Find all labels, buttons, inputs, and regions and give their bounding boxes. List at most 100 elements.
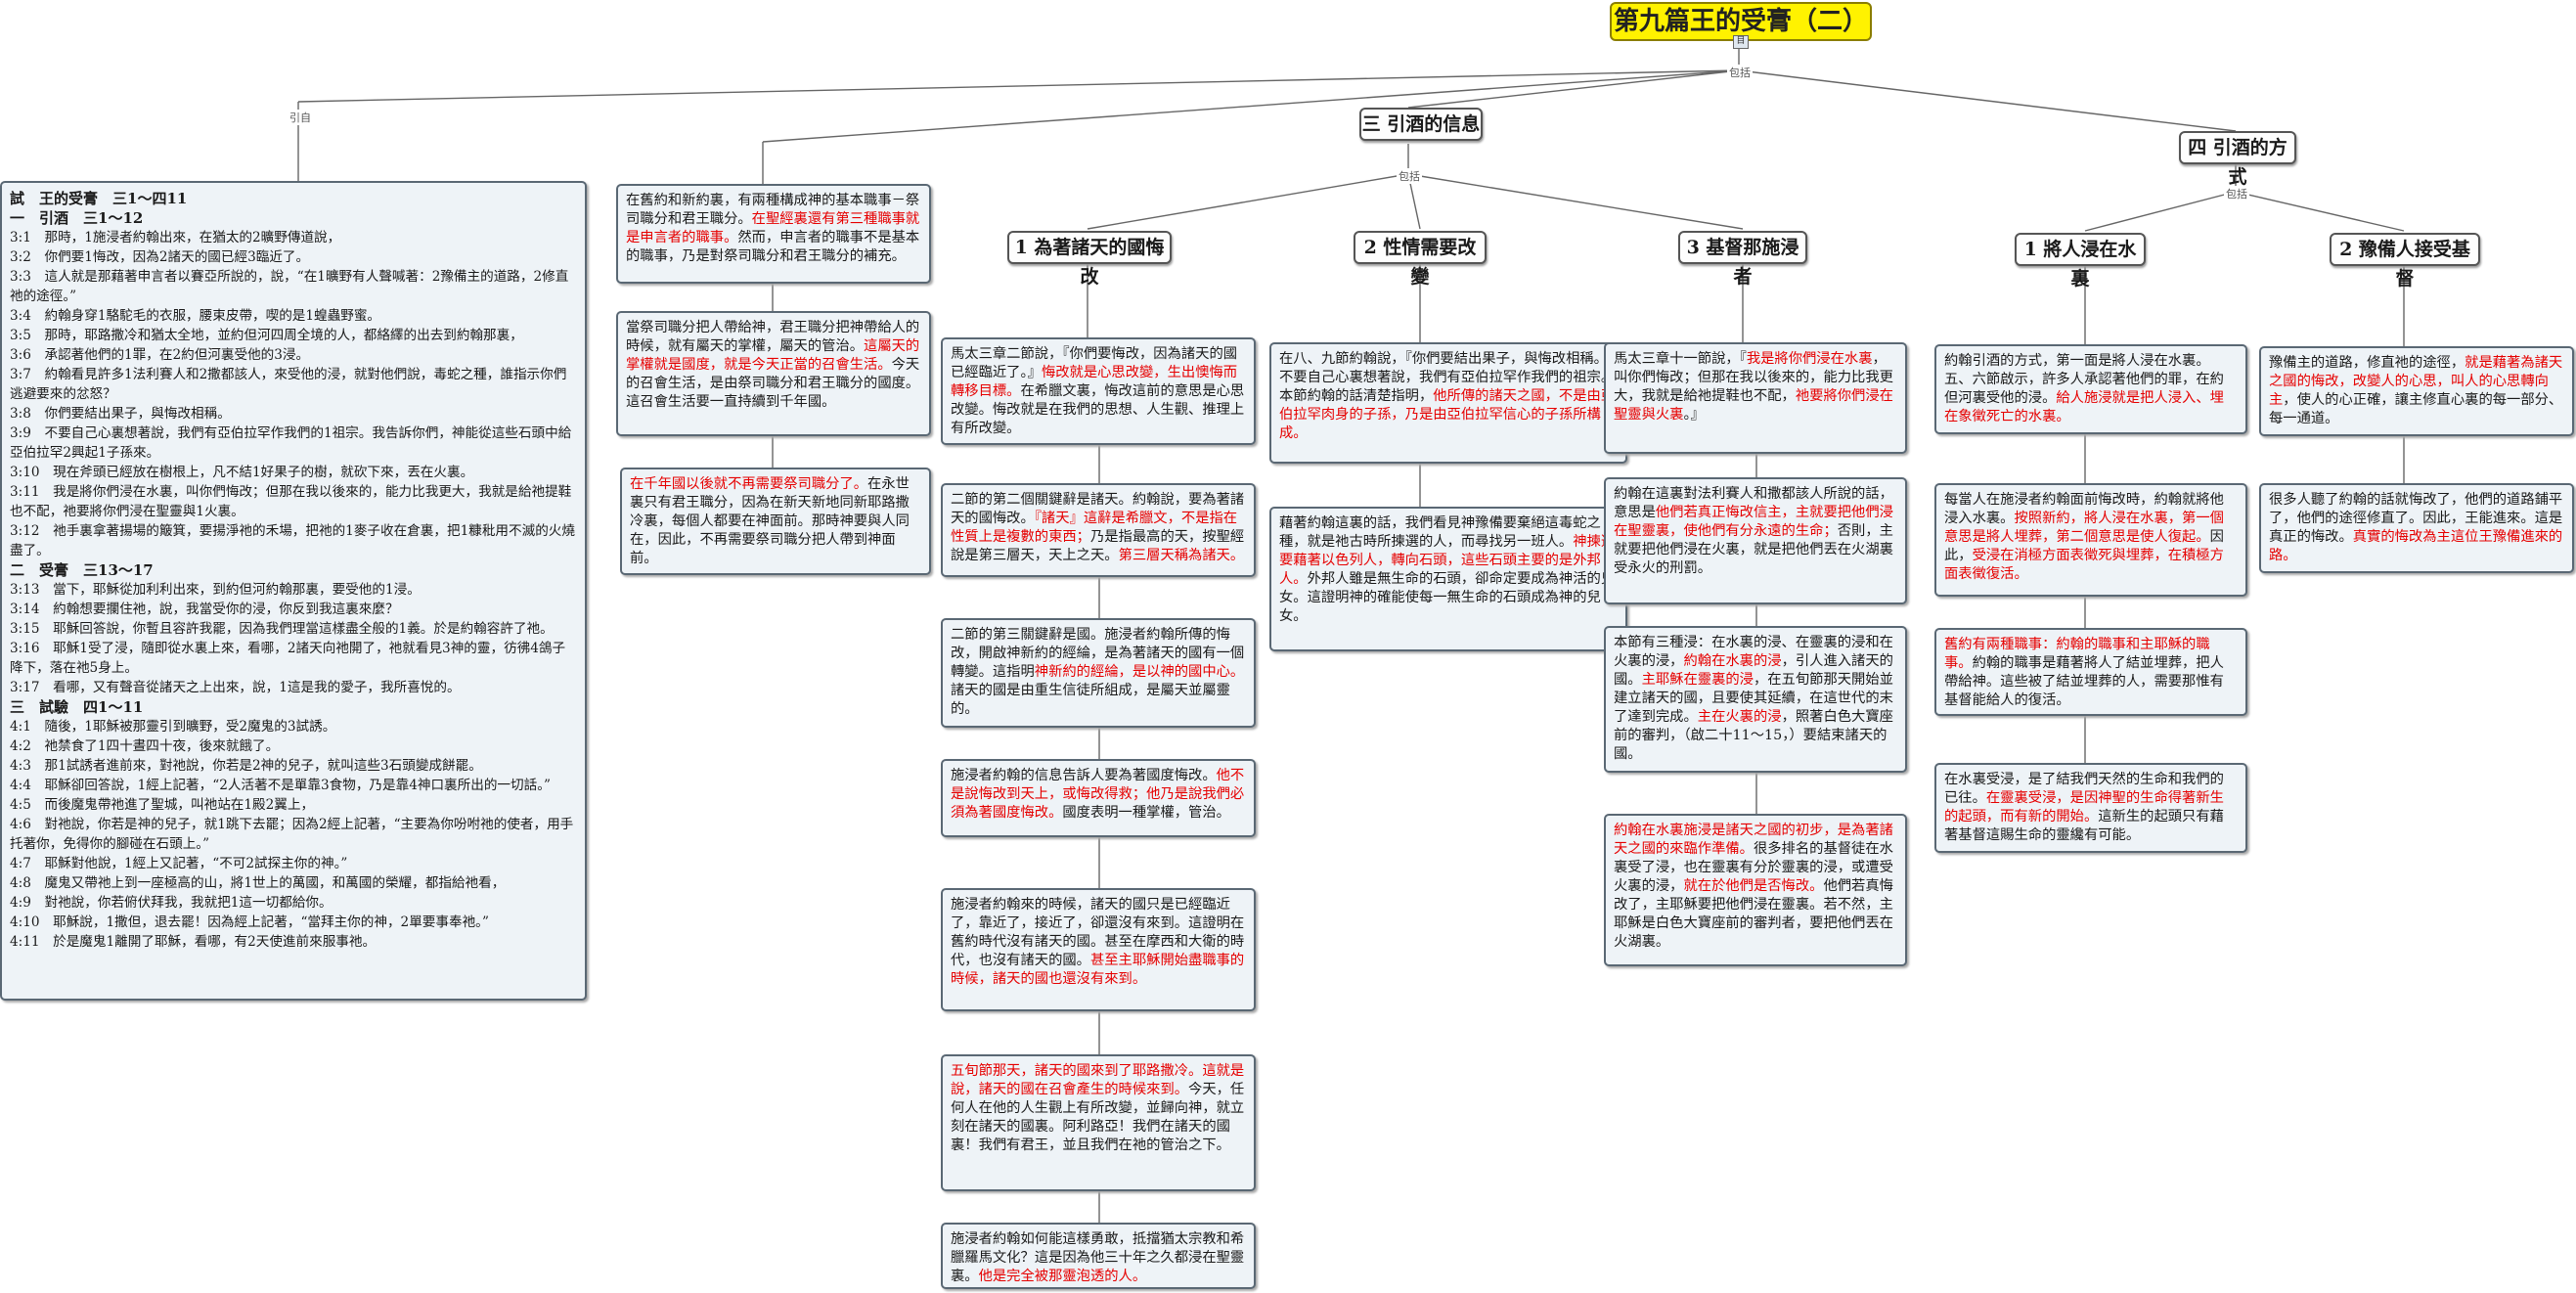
note-box[interactable]: 每當人在施浸者約翰面前悔改時，約翰就將他浸入水裏。按照新約，將人浸在水裏，第一個… bbox=[1934, 483, 2247, 597]
edge-label-includes: 包括 bbox=[1727, 65, 1753, 80]
note-box[interactable]: 施浸者約翰來的時候，諸天的國只是已經臨近了，靠近了，接近了，卻還沒有來到。這證明… bbox=[941, 888, 1256, 1011]
scripture-verse: 4:1 隨後，1耶穌被那靈引到曠野，受2魔鬼的3試誘。 bbox=[10, 719, 336, 735]
note-text: 施浸者約翰來的時候，諸天的國只是已經臨近了，靠近了，接近了，卻還沒有來到。這證明… bbox=[951, 897, 1245, 968]
note-icon[interactable]: 目 bbox=[1733, 35, 1749, 49]
note-text: 在希臘文裏，悔改這前的意思是心思改變。悔改就是在我們的思想、人生觀、推理上有所改… bbox=[951, 383, 1245, 436]
scripture-verse: 3:6 承認著他們的1罪，在2約但河裏受他的3浸。 bbox=[10, 347, 310, 363]
note-box[interactable]: 舊約有兩種職事：約翰的職事和主耶穌的職事。約翰的職事是藉著將人了結並埋葬，把人帶… bbox=[1934, 628, 2247, 716]
note-box[interactable]: 施浸者約翰如何能這樣勇敢，抵擋猶太宗教和希臘羅馬文化？這是因為他三十年之久都浸在… bbox=[941, 1223, 1256, 1289]
scripture-verse: 4:10 耶穌說，1撒但，退去罷！因為經上記著，“當拜主你的神，2單要事奉祂。” bbox=[10, 914, 489, 930]
note-text: ，在五旬節那天開始並建立諸天的國，且要使其延續，在這世代的末了達到完成。 bbox=[1614, 672, 1893, 725]
note-text: 當祭司職分把人帶給神，君王職分把神帶給人的時候，就有屬天的掌權，屬天的管治。 bbox=[626, 320, 920, 354]
note-text: 這新生的起頭只有藉著基督這賜生命的靈纔有可能。 bbox=[1944, 809, 2224, 843]
note-box[interactable]: 在八、九節約翰說，『你們要結出果子，與悔改相稱。不要自己心裏想著說，我們有亞伯拉… bbox=[1269, 342, 1627, 464]
note-box[interactable]: 五旬節那天，諸天的國來到了耶路撒冷。這就是說，諸天的國在召會產生的時候來到。今天… bbox=[941, 1054, 1256, 1191]
scripture-heading: 三 試驗 四1～11 bbox=[10, 698, 144, 716]
scripture-heading: 試 王的受膏 三1～四11 bbox=[10, 190, 188, 207]
highlight-text: 在靈裏受浸，是因神聖的生命得著新生的起頭，而有新的開始。 bbox=[1944, 790, 2224, 825]
heading-b4[interactable]: 1 將人浸在水裏 bbox=[2015, 233, 2146, 290]
note-box[interactable]: 馬太三章十一節說，『我是將你們浸在水裏，叫你們悔改；但那在我以後來的，能力比我更… bbox=[1604, 342, 1907, 454]
highlight-text: 在千年國以後就不再需要祭司職分了。 bbox=[630, 476, 868, 492]
highlight-text: 『諸天』這辭是希臘文，不是指在性質上是複數的東西； bbox=[951, 511, 1238, 545]
note-text: 他們若真悔改了，主耶穌要把他們浸在靈裏。若不然，主耶穌是白色大寶座前的審判者，要… bbox=[1614, 878, 1893, 950]
scripture-verse: 3:13 當下，耶穌從加利利出來，到約但河約翰那裏，要受他的1浸。 bbox=[10, 582, 421, 598]
scripture-verse: 4:6 對祂說，你若是神的兒子，就1跳下去罷；因為2經上記著，“主要為你吩咐祂的… bbox=[10, 817, 574, 852]
heading-s4[interactable]: 四 引酒的方式 bbox=[2179, 131, 2296, 188]
edge-label-includes: 包括 bbox=[1397, 168, 1422, 184]
scripture-verse: 4:5 而後魔鬼帶祂進了聖城，叫祂站在1殿2翼上， bbox=[10, 797, 315, 813]
note-box[interactable]: 藉著約翰這裏的話，我們看見神豫備要棄絕這毒蛇之種，就是祂古時所揀選的人，而尋找另… bbox=[1269, 507, 1627, 651]
highlight-text: 給人施浸就是把人浸入、埋在象徵死亡的水裏。 bbox=[1944, 390, 2224, 424]
highlight-text: 甚至主耶穌開始盡職事的時候，諸天的國也還沒有來到。 bbox=[951, 953, 1245, 987]
note-text: 施浸者約翰如何能這樣勇敢，抵擋猶太宗教和希臘羅馬文化？這是因為他三十年之久都浸在… bbox=[951, 1231, 1245, 1284]
heading-b2[interactable]: 2 性情需要改變 bbox=[1354, 231, 1487, 288]
note-box[interactable]: 在水裏受浸，是了結我們天然的生命和我們的已往。在靈裏受浸，是因神聖的生命得著新生… bbox=[1934, 763, 2247, 853]
scripture-verse: 4:4 耶穌卻回答說，1經上記著，“2人活著不是單靠3食物，乃是靠4神口裏所出的… bbox=[10, 778, 551, 793]
note-box[interactable]: 豫備主的道路，修直祂的途徑，就是藉著為諸天之國的悔改，改變人的心思，叫人的心思轉… bbox=[2259, 346, 2574, 436]
heading-b5[interactable]: 2 豫備人接受基督 bbox=[2330, 233, 2480, 290]
scripture-heading: 一 引酒 三1～12 bbox=[10, 209, 144, 227]
note-box[interactable]: 二節的第二個關鍵辭是諸天。約翰說，要為著諸天的國悔改。『諸天』這辭是希臘文，不是… bbox=[941, 483, 1256, 577]
note-text: 每當人在施浸者約翰面前悔改時，約翰就將他浸入水裏。 bbox=[1944, 492, 2224, 526]
highlight-text: 悔改就是心思改變，生出懊悔而轉移目標。 bbox=[951, 365, 1238, 399]
note-text: 二節的第二個關鍵辭是諸天。約翰說，要為著諸天的國悔改。 bbox=[951, 492, 1245, 526]
highlight-text: 我是將你們浸在水裏 bbox=[1746, 351, 1873, 367]
note-text: 在舊約和新約裏，有兩種構成神的基本職事－祭司職分和君王職分。 bbox=[626, 193, 920, 227]
note-text: ，引人進入諸天的國。 bbox=[1614, 653, 1893, 688]
scripture-verse: 3:3 這人就是那藉著申言者以賽亞所說的，說，“在1曠野有人聲喊著：2豫備主的道… bbox=[10, 269, 569, 304]
note-text: 今天，任何人在他的人生觀上有所改變，並歸向神，就立刻在諸天的國裏。阿利路亞！我們… bbox=[951, 1082, 1245, 1153]
note-box[interactable]: 馬太三章二節說，『你們要悔改，因為諸天的國已經臨近了。』悔改就是心思改變，生出懊… bbox=[941, 337, 1256, 445]
note-box[interactable]: 施浸者約翰的信息告訴人要為著國度悔改。他不是說悔改到天上，或悔改得救；他乃是說我… bbox=[941, 759, 1256, 837]
note-text: 二節的第三關鍵辭是國。施浸者約翰所傳的悔改，開啟神新約的經綸，是為著諸天的國有一… bbox=[951, 627, 1245, 680]
note-box[interactable]: 當祭司職分把人帶給神，君王職分把神帶給人的時候，就有屬天的掌權，屬天的管治。這屬… bbox=[616, 311, 931, 436]
note-box[interactable]: 約翰在這裏對法利賽人和撒都該人所說的話，意思是他們若真正悔改信主，主就要把他們浸… bbox=[1604, 477, 1907, 604]
note-text: 今天的召會生活，是由祭司職分和君王職分的國度。這召會生活要一直持續到千年國。 bbox=[626, 357, 920, 410]
highlight-text: 在聖經裏還有第三種職事就是申言者的職事。 bbox=[626, 211, 920, 245]
note-box[interactable]: 在舊約和新約裏，有兩種構成神的基本職事－祭司職分和君王職分。在聖經裏還有第三種職… bbox=[616, 184, 931, 284]
note-box[interactable]: 二節的第三關鍵辭是國。施浸者約翰所傳的悔改，開啟神新約的經綸，是為著諸天的國有一… bbox=[941, 618, 1256, 728]
highlight-text: 他是完全被那靈泡透的人。 bbox=[978, 1269, 1147, 1284]
scripture-verse: 4:8 魔鬼又帶祂上到一座極高的山，將1世上的萬國，和萬國的榮耀，都指給祂看， bbox=[10, 875, 506, 891]
highlight-text: 五旬節那天，諸天的國來到了耶路撒冷。這就是說，諸天的國在召會產生的時候來到。 bbox=[951, 1063, 1245, 1097]
heading-s3[interactable]: 三 引酒的信息 bbox=[1359, 108, 1483, 141]
highlight-text: 按照新約，將人浸在水裏，第一個意思是將人埋葬，第二個意思是使人復起。 bbox=[1944, 511, 2224, 545]
scripture-verse: 4:9 對祂說，你若俯伏拜我，我就把1這一切都給你。 bbox=[10, 895, 333, 911]
highlight-text: 他們若真正悔改信主，主就要把他們浸在聖靈裏，使他們有分永遠的生命； bbox=[1614, 505, 1893, 539]
scripture-verse: 4:3 那1試誘者進前來，對祂說，你若是2神的兒子，就叫這些3石頭變成餅罷。 bbox=[10, 758, 482, 774]
note-box[interactable]: 本節有三種浸：在水裏的浸、在靈裏的浸和在火裏的浸，約翰在水裏的浸，引人進入諸天的… bbox=[1604, 626, 1907, 773]
heading-b3[interactable]: 3 基督那施浸者 bbox=[1678, 231, 1807, 288]
scripture-verse: 4:11 於是魔鬼1離開了耶穌，看哪，有2天使進前來服事祂。 bbox=[10, 934, 377, 950]
highlight-text: 他所傳的諸天之國，不是由亞伯拉罕肉身的子孫，乃是由亞伯拉罕信心的子孫所構成。 bbox=[1279, 388, 1616, 441]
note-text: 施浸者約翰的信息告訴人要為著國度悔改。 bbox=[951, 768, 1217, 783]
scripture-heading: 二 受膏 三13～17 bbox=[10, 561, 154, 579]
note-box[interactable]: 很多人聽了約翰的話就悔改了，他們的道路鋪平了，他們的途徑修直了。因此，王能進來。… bbox=[2259, 483, 2574, 573]
note-box[interactable]: 約翰引酒的方式，第一面是將人浸在水裏。五、六節啟示，許多人承認著他們的罪，在約但… bbox=[1934, 344, 2247, 434]
note-text: 否則，主就要把他們浸在火裏，就是把他們丟在火湖裏受永火的刑罰。 bbox=[1614, 523, 1893, 576]
scripture-verse: 3:9 不要自己心裏想著說，我們有亞伯拉罕作我們的1祖宗。我告訴你們，神能從這些… bbox=[10, 425, 572, 461]
note-text: 約翰在這裏對法利賽人和撒都該人所說的話，意思是 bbox=[1614, 486, 1893, 520]
scripture-verse: 3:12 祂手裏拿著揚場的簸箕，要揚淨祂的禾場，把祂的1麥子收在倉裏，把1糠秕用… bbox=[10, 523, 575, 558]
note-text: 在永世裏只有君王職分，因為在新天新地同新耶路撒冷裏，每個人都要在神面前。那時神要… bbox=[630, 476, 910, 566]
note-text: 國度表明一種掌權，管治。 bbox=[1062, 805, 1230, 821]
note-text: 豫備主的道路，修直祂的途徑， bbox=[2269, 355, 2465, 371]
note-text: 在八、九節約翰說，『你們要結出果子，與悔改相稱。不要自己心裏想著說，我們有亞伯拉… bbox=[1279, 351, 1616, 404]
highlight-text: 受浸在消極方面表徵死與埋葬，在積極方面表徵復活。 bbox=[1944, 548, 2224, 582]
heading-b1[interactable]: 1 為著諸天的國悔改 bbox=[1007, 231, 1172, 288]
edge-label-includes: 包括 bbox=[2224, 186, 2249, 201]
highlight-text: 就是藉著為諸天之國的悔改，改變人的心思，叫人的心思轉向主 bbox=[2269, 355, 2563, 408]
highlight-text: 這屬天的掌權就是國度，就是今天正當的召會生活。 bbox=[626, 338, 920, 373]
note-text: 約翰的職事是藉著將人了結並埋葬，把人帶給神。這些被了結並埋葬的人，需要那惟有基督… bbox=[1944, 655, 2224, 708]
scripture-verse: 3:8 你們要結出果子，與悔改相稱。 bbox=[10, 406, 231, 422]
scripture-verse: 3:16 耶穌1受了浸，隨即從水裏上來，看哪，2諸天向祂開了，祂就看見3神的靈，… bbox=[10, 641, 566, 676]
note-text: 馬太三章十一節說，『 bbox=[1614, 351, 1747, 367]
scripture-verse: 4:7 耶穌對他說，1經上又記著，“不可2試探主你的神。” bbox=[10, 856, 348, 871]
note-text: ，照著白色大寶座前的審判，（啟二十11～15，）要結束諸天的國。 bbox=[1614, 709, 1893, 762]
note-box[interactable]: 在千年國以後就不再需要祭司職分了。在永世裏只有君王職分，因為在新天新地同新耶路撒… bbox=[620, 468, 931, 575]
note-text: 很多排名的基督徒在水裏受了浸，也在靈裏有分於靈裏的浸，或遭受火裏的浸， bbox=[1614, 841, 1893, 894]
note-box[interactable]: 約翰在水裏施浸是諸天之國的初步，是為著諸天之國的來臨作準備。很多排名的基督徒在水… bbox=[1604, 814, 1907, 966]
note-text: 諸天的國是由重生信徒所組成，是屬天並屬靈的。 bbox=[951, 683, 1230, 717]
scripture-verse: 3:5 那時，耶路撒冷和猶太全地，並約但河四周全境的人，都絡繹的出去到約翰那裏， bbox=[10, 328, 523, 343]
note-text: 外邦人雖是無生命的石頭，卻命定要成為神活的兒女。這證明神的確能使每一無生命的石頭… bbox=[1279, 571, 1616, 624]
highlight-text: 約翰在水裏的浸 bbox=[1683, 653, 1782, 669]
